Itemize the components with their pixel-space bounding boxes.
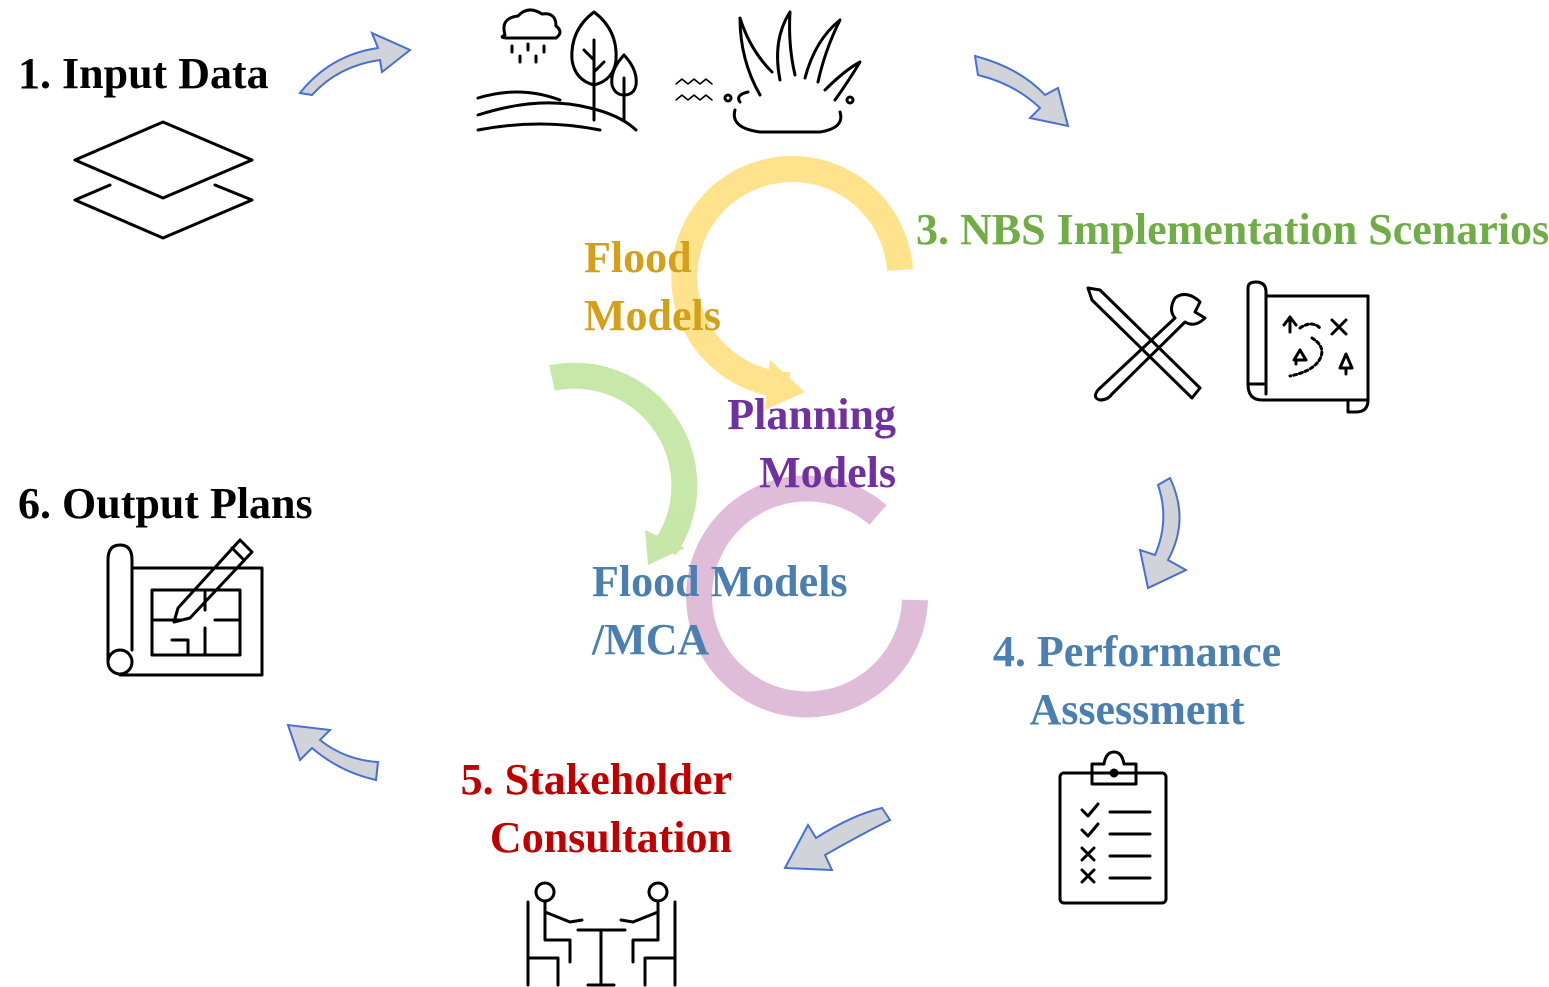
planning-models-line1: Planning (727, 390, 896, 439)
blueprint-pencil-icon (106, 538, 264, 677)
arrow-performance-to-stakeholder (783, 806, 892, 872)
planning-models-arc (549, 362, 698, 565)
step-performance-line2: Assessment (1029, 685, 1245, 734)
arrow-input-to-data (298, 31, 412, 97)
water-splash-icon (723, 10, 862, 134)
rain-cloud-icon (500, 8, 562, 64)
planning-models-line2: Models (759, 448, 896, 497)
meeting-people-icon (526, 881, 677, 987)
flood-mca-arc (686, 475, 928, 718)
trees-hills-icon (476, 10, 638, 132)
flood-models-label: Flood Models (584, 236, 721, 338)
clipboard-checklist-icon (1058, 750, 1168, 905)
arrow-data-to-scenarios (973, 54, 1070, 128)
flood-mca-label: Flood Models /MCA (592, 560, 847, 662)
step-output-plans-label: 6. Output Plans (18, 479, 313, 528)
flood-models-arc (671, 156, 913, 410)
flood-models-line2: Models (584, 291, 721, 340)
step-stakeholder-label: 5. Stakeholder Consultation (432, 758, 732, 860)
arrow-scenarios-to-performance (1138, 476, 1189, 590)
step-input-data-label: 1. Input Data (18, 49, 269, 98)
water-waves-icon (675, 78, 713, 101)
layers-icon (73, 120, 254, 240)
map-icon (1246, 280, 1370, 414)
step-stakeholder-line2: Consultation (489, 813, 732, 862)
flood-models-line1: Flood (584, 233, 692, 282)
step-performance-line1: 4. Performance (992, 627, 1282, 676)
step-nbs-scenarios-label: 3. NBS Implementation Scenarios (916, 205, 1549, 254)
tools-icon (1086, 286, 1207, 402)
planning-models-label: Planning Models (712, 393, 896, 495)
step-performance-label: 4. Performance Assessment (972, 630, 1302, 732)
arrow-stakeholder-to-output (286, 723, 380, 782)
flood-mca-line2: /MCA (592, 615, 710, 664)
flood-mca-line1: Flood Models (592, 557, 848, 606)
step-stakeholder-line1: 5. Stakeholder (460, 755, 732, 804)
